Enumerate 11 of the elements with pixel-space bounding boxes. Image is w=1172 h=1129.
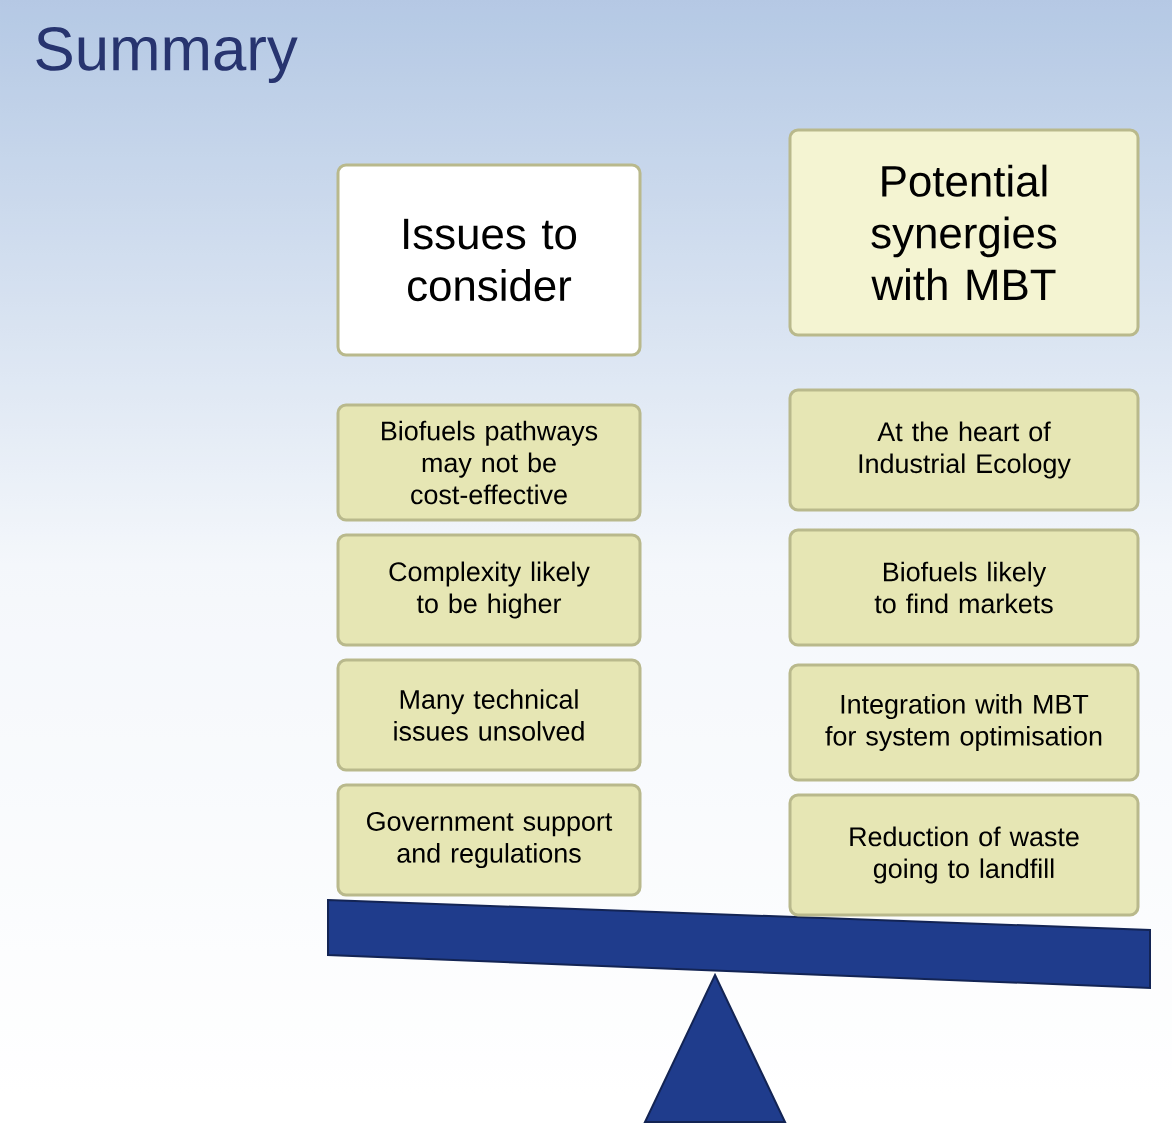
text-box: Biofuels pathways may not be cost-effective (336, 403, 642, 522)
text-box: Biofuels likely to find markets (788, 528, 1140, 647)
slide-title: Summary (36, 27, 298, 83)
text-box: Government support and regulations (336, 783, 642, 897)
text-box: Reduction of waste going to landfill (788, 793, 1140, 917)
text-box: Complexity likely to be higher (336, 533, 642, 647)
heading-box: Issues to consider (336, 163, 642, 357)
text-box: Many technical issues unsolved (336, 658, 642, 772)
text-box: At the heart of Industrial Ecology (788, 388, 1140, 512)
heading-box: Potential synergies with MBT (788, 128, 1140, 337)
text-box: Integration with MBT for system optimisation (788, 663, 1140, 782)
